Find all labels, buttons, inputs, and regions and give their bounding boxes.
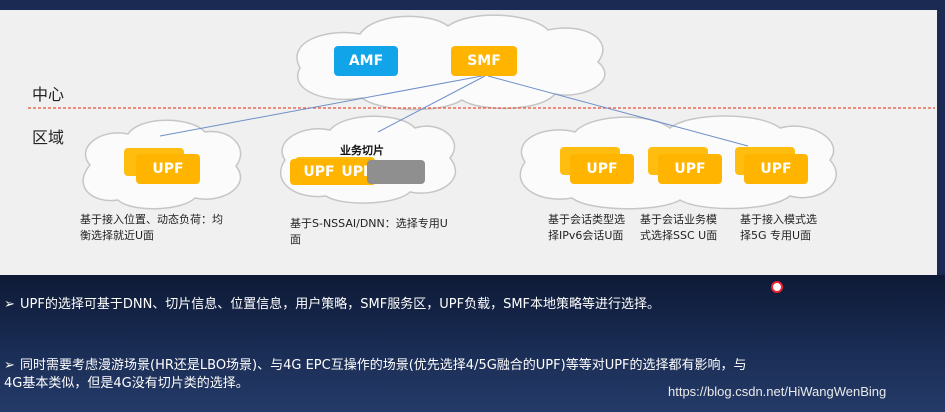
- caption-slice-1: 基于S-NSSAI/DNN：选择专用U: [290, 216, 448, 232]
- caption-ssc-1: 基于会话业务模: [640, 212, 717, 228]
- caption-access-1: 基于接入模式选: [740, 212, 817, 228]
- amf-node: AMF: [334, 46, 398, 76]
- bullet-marker-icon: ➢: [4, 296, 20, 314]
- caption-ssc-2: 式选择SSC U面: [640, 228, 717, 244]
- upf-node-access: UPF: [744, 154, 808, 184]
- slice-gray-block: [367, 160, 425, 184]
- upf-node-left: UPF: [136, 154, 200, 184]
- zone-label-center: 中心: [32, 81, 64, 105]
- caption-location-1: 基于接入位置、动态负荷：均: [80, 212, 223, 228]
- zone-label-region: 区域: [32, 124, 64, 148]
- caption-access-2: 择5G 专用U面: [740, 228, 811, 244]
- bullet-marker-icon: ➢: [4, 357, 20, 375]
- caption-session-1: 基于会话类型选: [548, 212, 625, 228]
- bullet-upf-selection: ➢UPF的选择可基于DNN、切片信息、位置信息，用户策略，SMF服务区，UPF负…: [4, 296, 660, 314]
- watermark-url: https://blog.csdn.net/HiWangWenBing: [668, 384, 886, 399]
- window-right-border: [937, 0, 945, 275]
- bullet-text-2b: 4G基本类似，但是4G没有切片类的选择。: [4, 376, 249, 391]
- caption-session-2: 择IPv6会话U面: [548, 228, 623, 244]
- slide-canvas: 中心 区域 AMF SMF UPF 业务切片 UPF UPF UPF UPF U…: [0, 0, 945, 275]
- smf-node: SMF: [451, 46, 517, 76]
- upf-node-ssc: UPF: [658, 154, 722, 184]
- cursor-pointer-icon: [771, 281, 783, 293]
- bullet-text-1: UPF的选择可基于DNN、切片信息、位置信息，用户策略，SMF服务区，UPF负载…: [20, 297, 660, 312]
- upf-node-session: UPF: [570, 154, 634, 184]
- bullet-roaming-cont: 4G基本类似，但是4G没有切片类的选择。: [4, 375, 249, 393]
- bullet-roaming: ➢同时需要考虑漫游场景(HR还是LBO场景)、与4G EPC互操作的场景(优先选…: [4, 357, 747, 375]
- slice-label: 业务切片: [340, 142, 384, 158]
- caption-location-2: 衡选择就近U面: [80, 228, 154, 244]
- caption-slice-2: 面: [290, 232, 301, 248]
- bullet-text-2a: 同时需要考虑漫游场景(HR还是LBO场景)、与4G EPC互操作的场景(优先选择…: [20, 358, 747, 373]
